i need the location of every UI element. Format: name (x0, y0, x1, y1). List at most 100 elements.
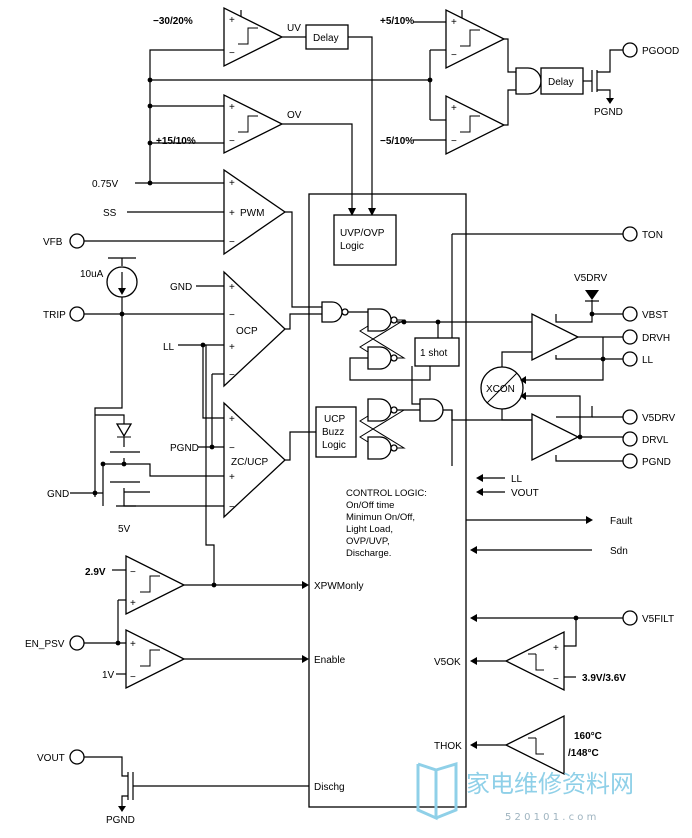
svg-text:+: + (130, 639, 136, 650)
pgood-pin (622, 42, 638, 58)
delay-pg-label: Delay (548, 77, 574, 88)
svg-text:+: + (229, 178, 235, 189)
drvh-pin (622, 329, 638, 345)
delay-uv-box (305, 24, 349, 50)
svg-text:−: − (451, 136, 457, 147)
ucp-l3: Logic (322, 440, 346, 451)
pg-high-threshold: +5/10% (380, 16, 414, 27)
v5filt-label: V5FILT (642, 614, 674, 625)
wire-ov-logic (282, 123, 353, 214)
ss-label: SS (103, 208, 117, 219)
v5ok-label: V5OK (434, 657, 461, 668)
pgnd-right-label: PGND (642, 457, 671, 468)
gnd-label: GND (47, 489, 69, 500)
vout-in-label: VOUT (511, 488, 539, 499)
svg-text:+: + (451, 103, 457, 114)
one-shot-label: 1 shot (420, 348, 447, 359)
vfb-label: VFB (43, 237, 63, 248)
uvp-logic-box (333, 214, 397, 266)
high-side-driver (531, 312, 580, 362)
vfb-pin (69, 233, 85, 249)
one-shot-box (414, 337, 460, 367)
wire-pgl-and (504, 89, 516, 126)
input-nand-gate (321, 301, 343, 323)
svg-text:PWM: PWM (240, 208, 264, 219)
v5filt-pin (622, 610, 638, 626)
watermark-logo: 家电维修资料网 5 2 0 1 0 1 . c o m (416, 761, 634, 823)
pwm-comparator: + + − PWM (223, 168, 287, 256)
pgnd-bottom-label: PGND (106, 815, 135, 826)
zc-ucp-comparator: + − + − ZC/UCP (223, 401, 286, 519)
svg-text:−: − (229, 443, 235, 454)
ctl-line5: OVP/UVP, (346, 536, 390, 547)
vout-label: VOUT (37, 753, 65, 764)
svg-text:+: + (451, 17, 457, 28)
xcon-label: XCON (486, 384, 515, 395)
wire-pgh-and (504, 38, 516, 73)
thok-label: THOK (434, 741, 462, 752)
ucp-l1: UCP (324, 414, 345, 425)
ctl-line3: Minimun On/Off, (346, 512, 415, 523)
latch-nand-2 (367, 346, 392, 370)
ll-in-label: LL (511, 474, 523, 485)
svg-text:−: − (130, 567, 136, 578)
pgnd-top-label: PGND (594, 107, 623, 118)
ctl-line1: CONTROL LOGIC: (346, 488, 427, 499)
uv-label: UV (287, 23, 301, 34)
ctl-line2: On/Off time (346, 500, 394, 511)
svg-text:OCP: OCP (236, 326, 258, 337)
arrow-delay-logic (368, 208, 376, 216)
svg-text:−: − (229, 310, 235, 321)
svg-text:−: − (229, 502, 235, 513)
arrow-ov-logic (348, 208, 356, 216)
xpwm-label: XPWMonly (314, 581, 363, 592)
svg-text:+: + (229, 208, 235, 219)
v29-label: 2.9V (85, 567, 106, 578)
wire-pwm-nand (285, 211, 322, 308)
svg-text:+: + (229, 342, 235, 353)
pg-low-threshold: −5/10% (380, 136, 414, 147)
vbst-label: VBST (642, 310, 668, 321)
thok-comparator (504, 714, 565, 776)
pg-comparator-low: + − (445, 94, 506, 156)
pgnd-zc-label: PGND (170, 443, 199, 454)
svg-text:+: + (130, 598, 136, 609)
pg-comparator-high: + − (445, 8, 506, 70)
ctl-line6: Discharge. (346, 548, 391, 559)
svg-text:+: + (229, 472, 235, 483)
ll-right-label: LL (642, 355, 654, 366)
delay-uv-label: Delay (313, 33, 339, 44)
trip-pin (69, 306, 85, 322)
pgood-fet (591, 49, 624, 104)
svg-text:+: + (229, 102, 235, 113)
svg-text:−: − (451, 50, 457, 61)
v1-label: 1V (102, 670, 115, 681)
ov-threshold: +15/10% (156, 136, 196, 147)
wire-trip-down (94, 314, 123, 497)
enable-label: Enable (314, 655, 346, 666)
vbst-pin (622, 306, 638, 322)
ll-left-label: LL (163, 342, 175, 353)
latch-nand-1 (367, 308, 392, 332)
ocp-comparator: + − + − OCP (223, 270, 286, 388)
ucp-l2: Buzz (322, 427, 344, 438)
vout-pin (69, 749, 85, 765)
ov-label: OV (287, 110, 302, 121)
uvp-logic-l1: UVP/OVP (340, 228, 385, 239)
svg-text:+: + (229, 282, 235, 293)
watermark-text: 家电维修资料网 (466, 770, 634, 798)
uv-comparator: + − (223, 6, 284, 68)
drvh-label: DRVH (642, 333, 670, 344)
watermark-url: 5 2 0 1 0 1 . c o m (505, 812, 596, 823)
ctl-line4: Light Load, (346, 524, 393, 535)
drvl-pin (622, 431, 638, 447)
low-and-gate (419, 398, 444, 422)
en-psv-label: EN_PSV (25, 639, 65, 650)
wire-ocp-nand (285, 313, 322, 330)
xpwm-comparator: − + (125, 554, 186, 616)
v5drv-label: V5DRV (642, 413, 675, 424)
v5ok-comparator: + − (504, 630, 565, 692)
low-nand-2 (367, 436, 392, 460)
v5-label: 5V (118, 524, 131, 535)
